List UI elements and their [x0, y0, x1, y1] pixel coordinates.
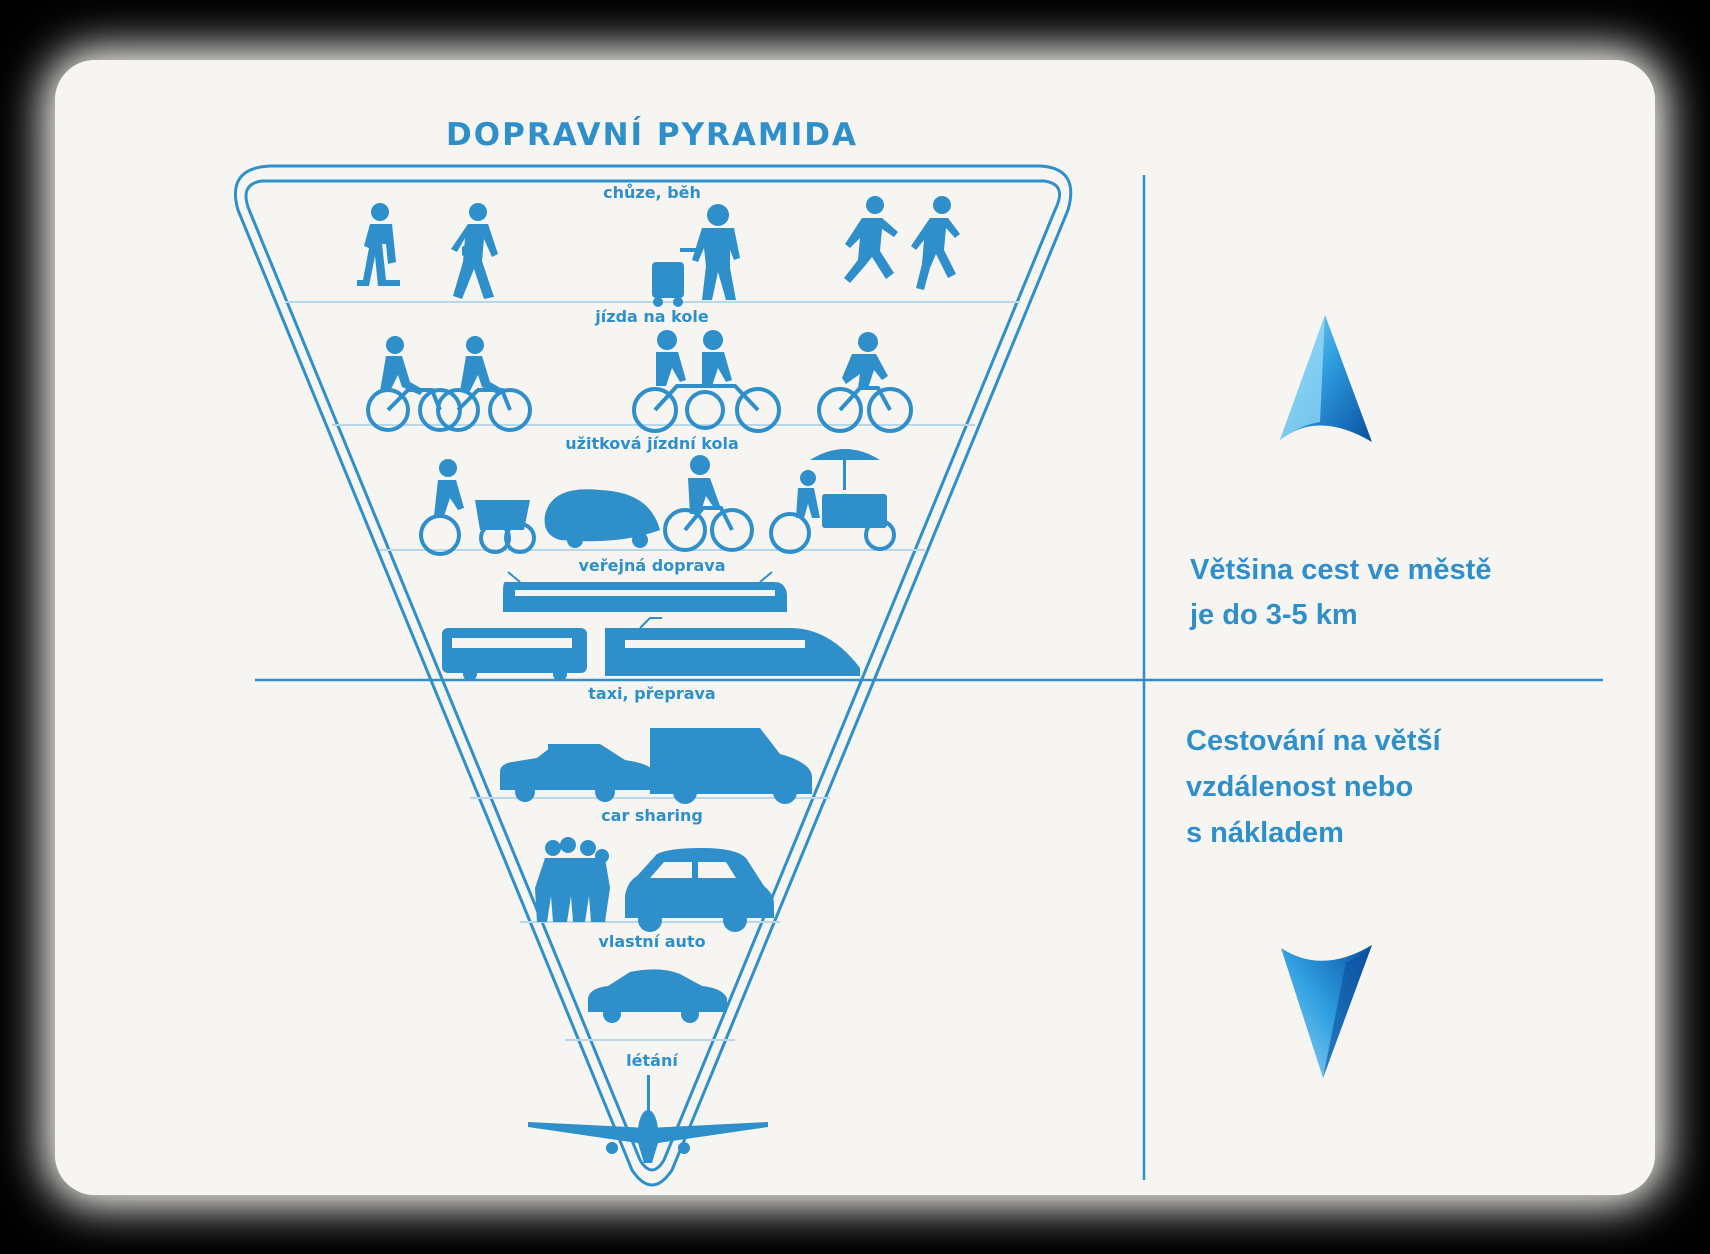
tandem-cyclists-icon	[656, 330, 732, 386]
pyramid-inner-outline	[244, 179, 1062, 1172]
tier-label-own-car: vlastní auto	[598, 932, 705, 951]
running-man-icon	[844, 196, 898, 283]
arrow-down-icon	[1281, 945, 1372, 1078]
diagram-title: DOPRAVNÍ PYRAMIDA	[446, 117, 858, 153]
pyramid-outer-outline	[233, 164, 1073, 1187]
cyclist-icon	[688, 455, 720, 514]
sedan-car-icon	[588, 969, 727, 1023]
arrow-up-icon	[1280, 315, 1372, 442]
window-strips	[452, 590, 805, 648]
coffee-bike-wheels	[769, 512, 896, 554]
walking-person-icon	[357, 203, 400, 286]
tier-label-public-transport: veřejná doprava	[578, 556, 725, 575]
tier-label-walking: chůze, běh	[603, 183, 701, 202]
tier-label-taxi: taxi, přeprava	[588, 684, 715, 703]
note-long-trips-line-3: s nákladem	[1186, 817, 1344, 849]
delivery-van-icon	[650, 728, 812, 804]
cargo-bike-wheels	[419, 514, 536, 556]
person-with-luggage-trolley-icon	[652, 204, 740, 307]
running-woman-icon	[911, 196, 960, 290]
tier-label-cargo-bikes: užitková jízdní kola	[565, 434, 739, 453]
road-cyclist-icon	[842, 332, 888, 388]
walking-person-with-bag-icon	[451, 203, 498, 299]
tier-label-flying: létání	[626, 1051, 679, 1070]
note-long-trips-line-2: vzdálenost nebo	[1186, 771, 1413, 803]
group-of-people-icon	[535, 837, 610, 922]
note-short-trips: Většina cest ve městě je do 3-5 km	[1189, 554, 1491, 631]
tier-label-cycling: jízda na kole	[594, 307, 709, 326]
velomobile-icon	[544, 489, 660, 548]
taxi-car-icon	[500, 744, 655, 802]
cyclists-pair-wheels	[366, 388, 532, 432]
hatchback-car-icon	[625, 848, 774, 932]
bus-icon	[442, 628, 587, 681]
tandem-wheels	[632, 384, 781, 433]
tram-icon	[503, 571, 787, 612]
road-cyclist-wheels	[817, 386, 913, 433]
panel-glow	[70, 75, 1640, 1180]
note-long-trips: Cestování na větší vzdálenost nebo s nák…	[1186, 725, 1442, 849]
tier-label-car-sharing: car sharing	[601, 806, 703, 825]
cyclist-wheels	[663, 506, 754, 552]
tier-separators	[285, 301, 1020, 1041]
cyclists-pair-icon	[380, 336, 504, 395]
coffee-bike-cart-icon	[796, 449, 887, 528]
hatchback-windows	[650, 862, 736, 878]
note-short-trips-line-1: Většina cest ve městě	[1190, 554, 1491, 586]
note-long-trips-line-1: Cestování na větší	[1186, 725, 1442, 757]
airplane-icon	[528, 1075, 768, 1163]
note-short-trips-line-2: je do 3-5 km	[1189, 599, 1358, 631]
